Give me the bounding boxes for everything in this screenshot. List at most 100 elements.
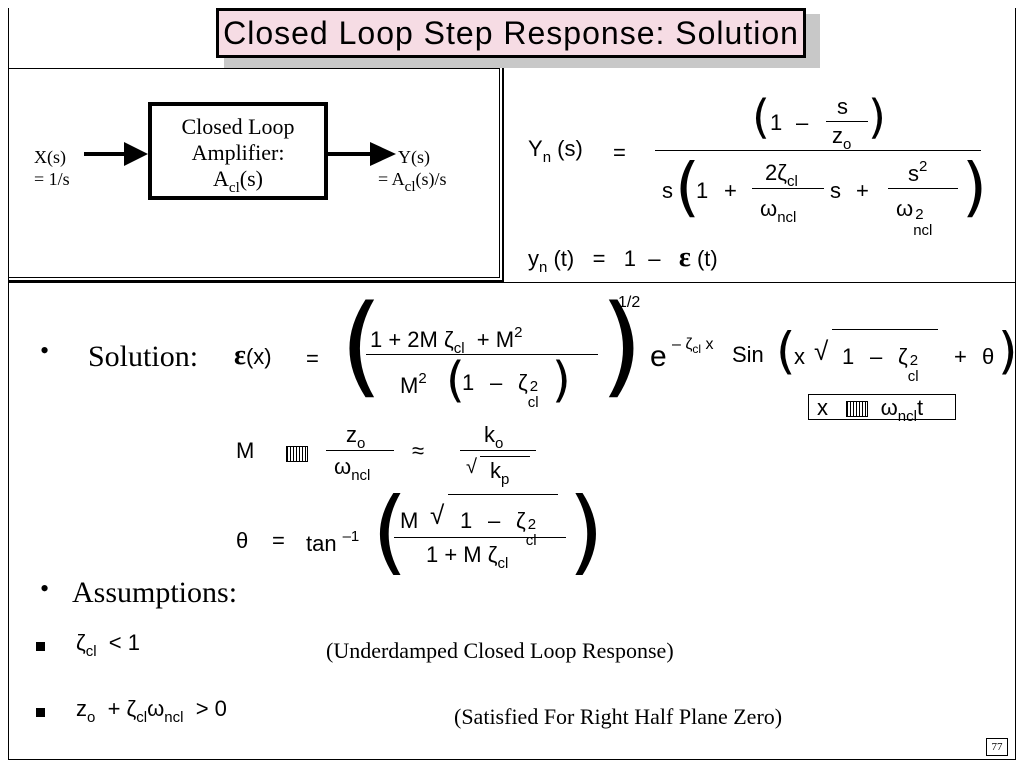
m-def-omega: ωncl bbox=[334, 454, 371, 484]
yn-den-frac1-line bbox=[752, 188, 824, 189]
diagram-panel bbox=[8, 68, 500, 278]
solution-lhs: ε(x) bbox=[234, 340, 272, 371]
m-def-zo: zo bbox=[346, 422, 366, 452]
assumptions-bullet: • bbox=[40, 574, 50, 603]
x-definition: x ωnclt bbox=[817, 395, 924, 425]
solution-num: 1 + 2M ζcl + M2 bbox=[370, 324, 523, 357]
solution-sin: Sin bbox=[732, 342, 764, 367]
solution-paren-left: ( bbox=[340, 281, 383, 409]
theta-sqrt-bar bbox=[448, 494, 558, 495]
solution-bullet: • bbox=[40, 336, 50, 365]
solution-equals: = bbox=[306, 346, 319, 371]
theta-num-M: M bbox=[400, 508, 419, 533]
yn-num-one: 1 bbox=[770, 110, 783, 135]
panel-shadow-horizontal bbox=[8, 280, 504, 282]
solution-den-one: 1 bbox=[462, 370, 475, 395]
yn-den-one: 1 bbox=[696, 178, 709, 203]
solution-sin-paren-left: ( bbox=[776, 322, 796, 380]
m-def-sqrt: √ bbox=[466, 456, 477, 478]
solution-fraction-line bbox=[366, 354, 598, 355]
input-arrow bbox=[84, 142, 148, 166]
solution-den-minus: – bbox=[490, 370, 503, 395]
theta-def-equals: = bbox=[272, 528, 285, 553]
output-label-line2: = Acl(s)/s bbox=[378, 169, 447, 195]
block-label-line2: Amplifier: bbox=[191, 140, 285, 165]
theta-num-sqrt: √ bbox=[430, 500, 445, 530]
block-transfer-function: Acl(s) bbox=[213, 166, 263, 196]
theta-den: 1 + M ζcl bbox=[426, 542, 509, 572]
input-label-line2: = 1/s bbox=[34, 169, 70, 189]
theta-paren-left: ( bbox=[372, 478, 408, 585]
solution-exponent: – ζcl x bbox=[672, 336, 714, 356]
m-def-fraction-line bbox=[326, 450, 394, 451]
yt-equation: yn (t) = 1 – ε (t) bbox=[528, 242, 718, 276]
m-def-approx: ≈ bbox=[412, 438, 425, 463]
slide-frame-right bbox=[1015, 8, 1016, 760]
solution-label: Solution: bbox=[88, 340, 199, 373]
assumption-2-condition: zo + ζclωncl > 0 bbox=[76, 696, 227, 726]
yn-num-paren-left: ( bbox=[752, 90, 770, 144]
yn-num-paren-right: ) bbox=[868, 90, 886, 144]
yn-num-inner-fraction-line bbox=[826, 121, 868, 122]
yn-den-s2: s bbox=[830, 178, 841, 203]
defined-as-icon bbox=[286, 445, 308, 462]
input-label-line1: X(s) bbox=[34, 147, 66, 167]
solution-sin-one: 1 bbox=[842, 344, 855, 369]
yn-den-paren-left: ( bbox=[675, 151, 700, 225]
m-def-lhs: M bbox=[236, 438, 255, 463]
m-def-ko: ko bbox=[484, 422, 504, 452]
defined-as-icon bbox=[846, 401, 869, 418]
slide-frame-left bbox=[8, 8, 9, 760]
assumption-bullet-1 bbox=[36, 642, 45, 651]
page-title: Closed Loop Step Response: Solution bbox=[223, 14, 799, 51]
divider-line bbox=[8, 282, 1016, 283]
yn-den-plus2: + bbox=[856, 178, 869, 203]
yn-equals: = bbox=[613, 140, 626, 165]
solution-den-paren-left: ( bbox=[446, 352, 465, 408]
output-label: Y(s) = Acl(s)/s bbox=[378, 146, 447, 198]
yn-den-paren-right: ) bbox=[962, 151, 987, 225]
output-arrow bbox=[328, 142, 396, 166]
panel-shadow-vertical bbox=[502, 68, 504, 282]
page-number: 77 bbox=[986, 738, 1008, 756]
block-label-line1: Closed Loop bbox=[181, 114, 295, 139]
theta-num-minus: – bbox=[488, 508, 501, 533]
solution-sin-plus: + bbox=[954, 344, 967, 369]
yn-fraction-line bbox=[655, 150, 981, 151]
solution-den-paren-right: ) bbox=[552, 352, 571, 408]
assumption-1-condition: ζcl < 1 bbox=[76, 630, 140, 660]
yn-den-omega: ωncl bbox=[760, 196, 797, 226]
yn-lhs: Yn (s) bbox=[528, 136, 583, 166]
m-def-sqrt-bar bbox=[480, 456, 530, 457]
assumption-1-note: (Underdamped Closed Loop Response) bbox=[326, 638, 674, 663]
assumption-2-note: (Satisfied For Right Half Plane Zero) bbox=[454, 704, 783, 729]
yn-num-minus: – bbox=[796, 110, 809, 135]
theta-def-lhs: θ bbox=[236, 528, 249, 553]
solution-power: 1/2 bbox=[618, 294, 641, 311]
theta-num-one: 1 bbox=[460, 508, 473, 533]
output-label-line1: Y(s) bbox=[398, 147, 430, 167]
yn-den-2zeta: 2ζcl bbox=[765, 160, 798, 190]
amplifier-block: Closed Loop Amplifier: Acl(s) bbox=[148, 102, 328, 200]
title-box: Closed Loop Step Response: Solution bbox=[216, 8, 806, 58]
slide-frame-bottom bbox=[8, 759, 1016, 760]
m-def-fraction-line-2 bbox=[460, 450, 536, 451]
yn-den-plus1: + bbox=[724, 178, 737, 203]
theta-def-tan: tan–1 bbox=[306, 528, 360, 556]
solution-sqrt-bar bbox=[832, 329, 938, 330]
solution-theta: θ bbox=[982, 344, 995, 369]
x-definition-box: x ωnclt bbox=[808, 394, 956, 425]
theta-fraction-line bbox=[394, 537, 566, 538]
yn-den-frac2-line bbox=[888, 188, 958, 189]
yn-den-s-squared: s2 bbox=[908, 158, 928, 186]
yn-num-s: s bbox=[837, 94, 848, 119]
solution-sqrt: √ bbox=[814, 336, 829, 366]
solution-sin-paren-right: ) bbox=[998, 322, 1018, 380]
solution-sin-x: x bbox=[794, 344, 805, 369]
m-def-kp: kp bbox=[490, 458, 510, 488]
input-label: X(s) = 1/s bbox=[34, 146, 70, 190]
